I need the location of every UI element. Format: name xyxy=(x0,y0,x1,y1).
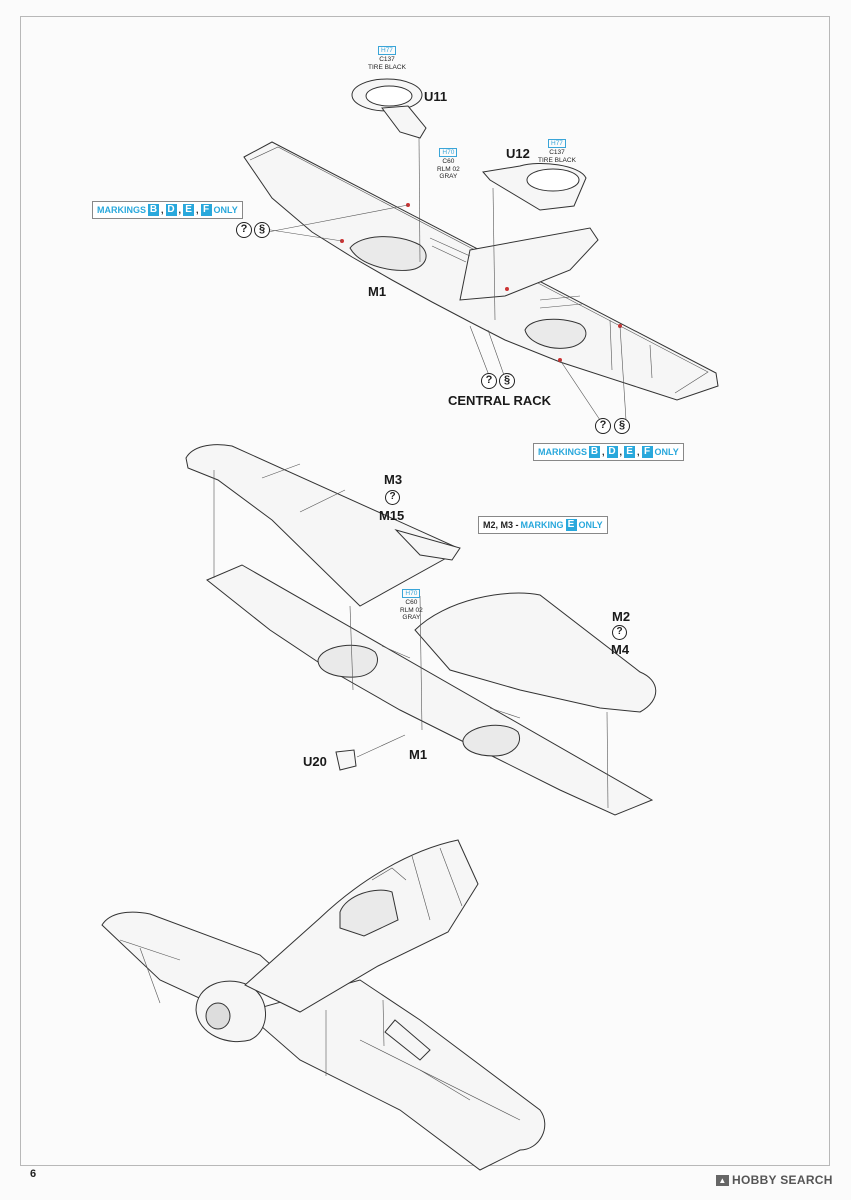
marking-letter: B xyxy=(589,446,600,458)
paint-line: TIRE BLACK xyxy=(368,63,406,71)
marking-letter: E xyxy=(565,519,577,531)
section-symbol-icon: § xyxy=(499,373,515,389)
paint-callout-u12: H77 C137 TIRE BLACK xyxy=(538,139,576,164)
part-label-m15: M15 xyxy=(379,508,405,523)
marking-letter: E xyxy=(183,204,195,216)
hobby-search-logo-icon: ▲ xyxy=(716,1175,729,1186)
paint-callout-gray-step1: H70 C60 RLM 02 GRAY xyxy=(437,148,460,181)
part-label-m1-step1: M1 xyxy=(368,284,387,299)
page-frame xyxy=(20,16,830,1166)
question-symbol-icon: ? xyxy=(385,490,400,505)
paint-line: GRAY xyxy=(439,173,458,180)
paint-callout-gray-step2: H70 C60 RLM 02 GRAY xyxy=(400,589,423,622)
markings-note-left: MARKINGS B, D, E, F ONLY xyxy=(92,201,243,219)
marking-note-prefix: M2, M3 - xyxy=(483,520,519,530)
marking-letter: F xyxy=(200,204,212,216)
part-label-u11: U11 xyxy=(424,89,448,104)
part-label-m1-step2: M1 xyxy=(409,747,428,762)
markings-prefix: MARKINGS xyxy=(97,205,146,215)
marking-letter: F xyxy=(641,446,653,458)
section-symbol-icon: § xyxy=(614,418,630,434)
part-label-m4: M4 xyxy=(611,642,630,657)
markings-prefix: MARKINGS xyxy=(538,447,587,457)
marking-e-note: M2, M3 - MARKING E ONLY xyxy=(478,516,608,534)
marking-letter: E xyxy=(624,446,636,458)
paint-code: H70 xyxy=(402,589,421,598)
paint-line: TIRE BLACK xyxy=(538,156,576,164)
paint-line: RLM 02 xyxy=(400,606,423,614)
central-rack-label: CENTRAL RACK xyxy=(448,393,552,408)
paint-line: C137 xyxy=(549,149,565,156)
question-symbol-icon: ? xyxy=(481,373,497,389)
section-symbol-icon: § xyxy=(254,222,270,238)
part-label-u12: U12 xyxy=(506,146,530,161)
marking-letter: B xyxy=(148,204,159,216)
paint-line: C137 xyxy=(379,56,395,63)
paint-code: H77 xyxy=(378,46,396,55)
part-label-m2: M2 xyxy=(612,609,631,624)
paint-line: C60 xyxy=(405,599,418,606)
paint-line: RLM 02 xyxy=(437,165,460,173)
markings-suffix: ONLY xyxy=(213,205,238,215)
u12-part xyxy=(482,163,587,211)
part-label-u20: U20 xyxy=(303,754,327,769)
paint-code: H70 xyxy=(439,148,458,157)
marking-note-suffix: ONLY xyxy=(578,520,603,530)
part-label-m3: M3 xyxy=(384,472,403,487)
question-symbol-icon: ? xyxy=(595,418,611,434)
markings-suffix: ONLY xyxy=(654,447,679,457)
paint-line: GRAY xyxy=(402,614,421,621)
page-number: 6 xyxy=(30,1168,37,1180)
marking-letter: D xyxy=(165,204,177,216)
watermark-text: HOBBY SEARCH xyxy=(732,1173,833,1187)
aircraft-assembly-step3 xyxy=(101,839,546,1171)
marking-note-mid: MARKING xyxy=(520,520,564,530)
paint-code: H77 xyxy=(548,139,566,148)
markings-note-right: MARKINGS B, D, E, F ONLY xyxy=(533,443,684,461)
u11-part xyxy=(351,78,427,139)
question-symbol-icon: ? xyxy=(236,222,252,238)
paint-line: C60 xyxy=(442,158,455,165)
upper-wing-step2 xyxy=(185,444,461,607)
question-symbol-icon: ? xyxy=(612,625,627,640)
paint-callout-u11: H77 C137 TIRE BLACK xyxy=(368,46,406,71)
watermark: ▲HOBBY SEARCH xyxy=(716,1173,833,1187)
lower-wing-step2 xyxy=(206,564,657,816)
marking-letter: D xyxy=(606,446,618,458)
lower-wing-step1 xyxy=(243,141,719,401)
